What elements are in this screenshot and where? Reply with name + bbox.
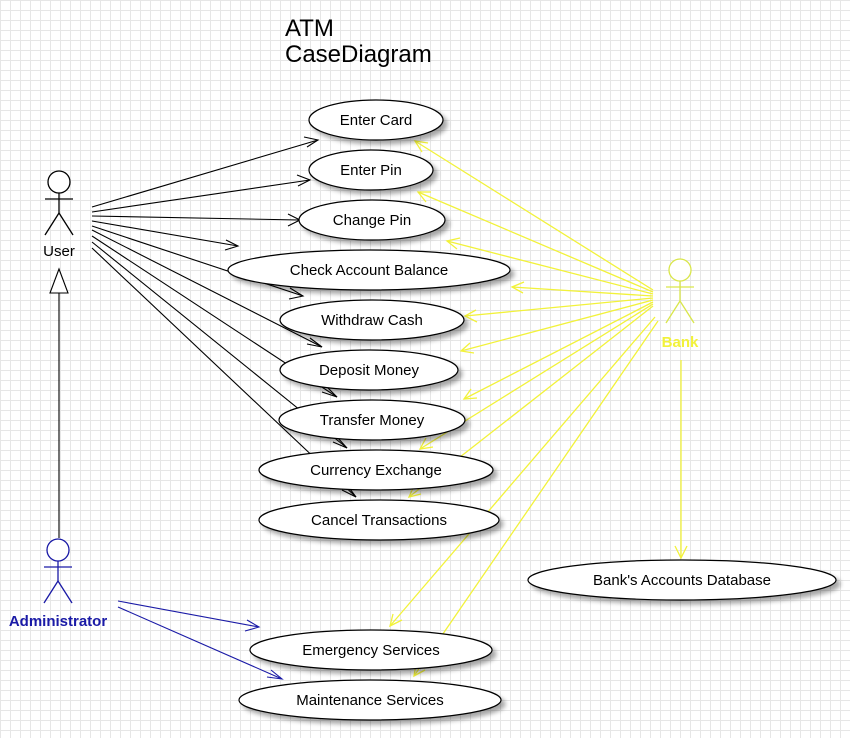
usecase-cancel-shape <box>258 499 500 541</box>
assoc-bank-check-balance <box>511 286 654 297</box>
usecase-withdraw-cash[interactable]: Withdraw Cash <box>321 312 423 329</box>
usecase-database-shape <box>527 559 837 601</box>
usecase-withdraw-shape <box>279 299 465 341</box>
user-actor-label: User <box>43 243 75 260</box>
use-case-shapes <box>227 99 837 721</box>
usecase-enter-pin[interactable]: Enter Pin <box>340 162 402 179</box>
assoc-bank-enter-pin <box>417 191 654 293</box>
assoc-bank-enter-card <box>414 140 654 291</box>
assoc-bank-deposit <box>460 299 654 352</box>
generalization-admin-user <box>49 267 69 538</box>
usecase-change-pin-shape <box>298 199 446 241</box>
usecase-emergency-services[interactable]: Emergency Services <box>302 642 440 659</box>
usecase-enter-card[interactable]: Enter Card <box>340 112 413 129</box>
assoc-admin-maintenance <box>117 606 283 680</box>
usecase-enter-pin-shape <box>308 149 434 191</box>
usecase-deposit-shape <box>279 349 459 391</box>
administrator-actor-icon[interactable] <box>43 538 73 604</box>
assoc-user-check-balance <box>91 220 239 247</box>
usecase-deposit-money[interactable]: Deposit Money <box>319 362 420 379</box>
diagram-title-line2: CaseDiagram <box>285 41 432 68</box>
assoc-user-change-pin <box>91 215 301 221</box>
assoc-bank-change-pin <box>446 240 654 295</box>
user-actor-icon[interactable] <box>44 170 74 236</box>
usecase-check-balance-shape <box>227 249 511 291</box>
assoc-admin-emergency <box>117 600 260 628</box>
bank-associations <box>389 140 688 678</box>
assoc-bank-maintenance <box>413 320 659 677</box>
assoc-user-enter-card <box>91 139 319 208</box>
usecase-enter-card-shape <box>308 99 444 141</box>
usecase-currency-shape <box>258 449 494 491</box>
bank-actor-icon[interactable] <box>665 258 695 324</box>
usecase-maintenance-shape <box>238 679 502 721</box>
assoc-bank-withdraw <box>464 297 654 317</box>
usecase-change-pin[interactable]: Change Pin <box>333 212 411 229</box>
assoc-user-deposit <box>91 229 323 348</box>
usecase-accounts-database[interactable]: Bank's Accounts Database <box>593 572 771 589</box>
usecase-transfer-money[interactable]: Transfer Money <box>320 412 425 429</box>
usecase-check-balance[interactable]: Check Account Balance <box>290 262 448 279</box>
assoc-bank-transfer <box>463 301 654 400</box>
assoc-user-enter-pin <box>91 179 311 213</box>
usecase-maintenance-services[interactable]: Maintenance Services <box>296 692 444 709</box>
assoc-bank-emergency <box>389 316 656 627</box>
usecase-emergency-shape <box>249 629 493 671</box>
usecase-cancel-transactions[interactable]: Cancel Transactions <box>311 512 447 529</box>
usecase-currency-exchange[interactable]: Currency Exchange <box>310 462 442 479</box>
administrator-actor-label: Administrator <box>9 613 108 630</box>
bank-actor-label: Bank <box>662 334 699 351</box>
diagram-title-line1: ATM <box>285 15 334 42</box>
usecase-transfer-shape <box>278 399 466 441</box>
admin-associations <box>117 600 284 680</box>
